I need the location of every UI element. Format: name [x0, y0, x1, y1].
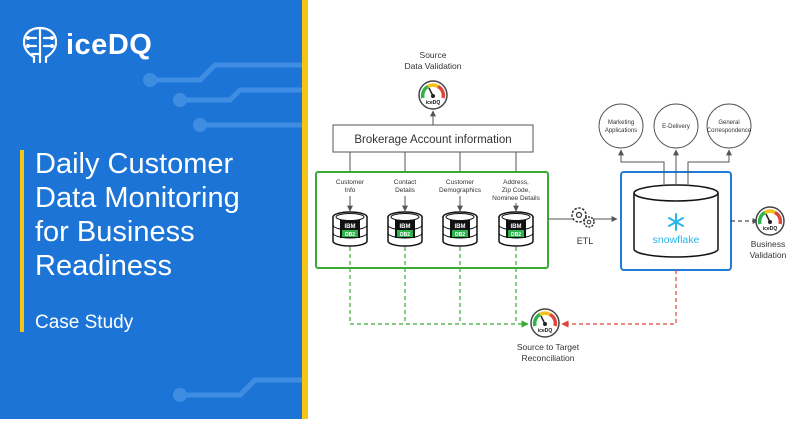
title-accent-bar [20, 150, 24, 332]
db-brand: IBM [455, 224, 466, 230]
source-validation-label: Source [420, 50, 447, 60]
circuit-decoration [143, 62, 302, 402]
field-label: Zip Code, [502, 187, 530, 194]
page-subtitle: Case Study [35, 312, 134, 333]
source-reconciliation-lines [349, 247, 529, 328]
downstream-label: General [718, 120, 739, 126]
title-line: Readiness [35, 250, 173, 282]
source-validation-label: Data Validation [404, 61, 461, 71]
brand-name: iceDQ [66, 29, 153, 61]
field-label: Customer [336, 179, 365, 186]
db2-database-icon: IBM DB2 [387, 211, 423, 247]
db-label: DB2 [511, 232, 521, 238]
title-line: for Business [35, 216, 195, 248]
snowflake-logo-icon [668, 213, 684, 231]
db2-database-icon: IBM DB2 [332, 211, 368, 247]
gauge-icon: iceDQ [529, 307, 561, 339]
db2-database-icon: IBM DB2 [442, 211, 478, 247]
business-validation-label: Business [751, 239, 786, 249]
db-label: DB2 [400, 232, 410, 238]
page-title: Daily Customer Data Monitoring for Busin… [35, 147, 240, 283]
field-label: Contact [394, 179, 417, 186]
gauge-brand: iceDQ [426, 100, 441, 106]
brain-logo-icon [22, 26, 58, 64]
db-label: DB2 [455, 232, 465, 238]
downstream-app-node [706, 103, 752, 149]
brokerage-box [332, 124, 534, 153]
field-label: Nominee Details [492, 195, 540, 202]
gears-icon [571, 207, 595, 228]
hero-panel: iceDQ Daily Customer Data Monitoring for… [0, 0, 302, 419]
architecture-diagram: Source Data Validation iceDQ Brokerage A… [315, 50, 787, 363]
downstream-app-node [653, 103, 699, 149]
reconciliation-label: Reconciliation [522, 353, 575, 363]
divider-bar [302, 0, 308, 419]
target-reconciliation-line [561, 270, 677, 328]
db-brand: IBM [511, 224, 522, 230]
downstream-app-node [598, 103, 644, 149]
db-brand: IBM [345, 224, 356, 230]
gauge-brand: iceDQ [538, 328, 553, 334]
etl-label: ETL [577, 236, 594, 246]
downstream-label: Marketing [608, 120, 634, 126]
gauge-icon: iceDQ [417, 79, 449, 111]
business-validation-label: Validation [750, 250, 787, 260]
reconciliation-label: Source to Target [517, 342, 580, 352]
downstream-label: Applications [605, 128, 637, 134]
snowflake-label: snowflake [653, 234, 700, 246]
title-line: Daily Customer [35, 148, 234, 180]
brokerage-label: Brokerage Account information [354, 134, 511, 146]
db-label: DB2 [345, 232, 355, 238]
source-systems-group [315, 171, 549, 269]
field-label: Demographics [439, 187, 482, 194]
field-label: Address, [503, 179, 529, 186]
title-line: Data Monitoring [35, 182, 240, 214]
gauge-brand: iceDQ [763, 226, 778, 232]
downstream-label: E-Delivery [662, 124, 690, 130]
downstream-label: Correspondence [707, 128, 752, 134]
field-label: Customer [446, 179, 475, 186]
db2-database-icon: IBM DB2 [498, 211, 534, 247]
field-label: Details [395, 187, 416, 194]
db-brand: IBM [400, 224, 411, 230]
gauge-icon: iceDQ [754, 205, 786, 237]
diagram-panel: Source Data Validation iceDQ Brokerage A… [308, 0, 800, 419]
field-label: Info [345, 187, 356, 194]
